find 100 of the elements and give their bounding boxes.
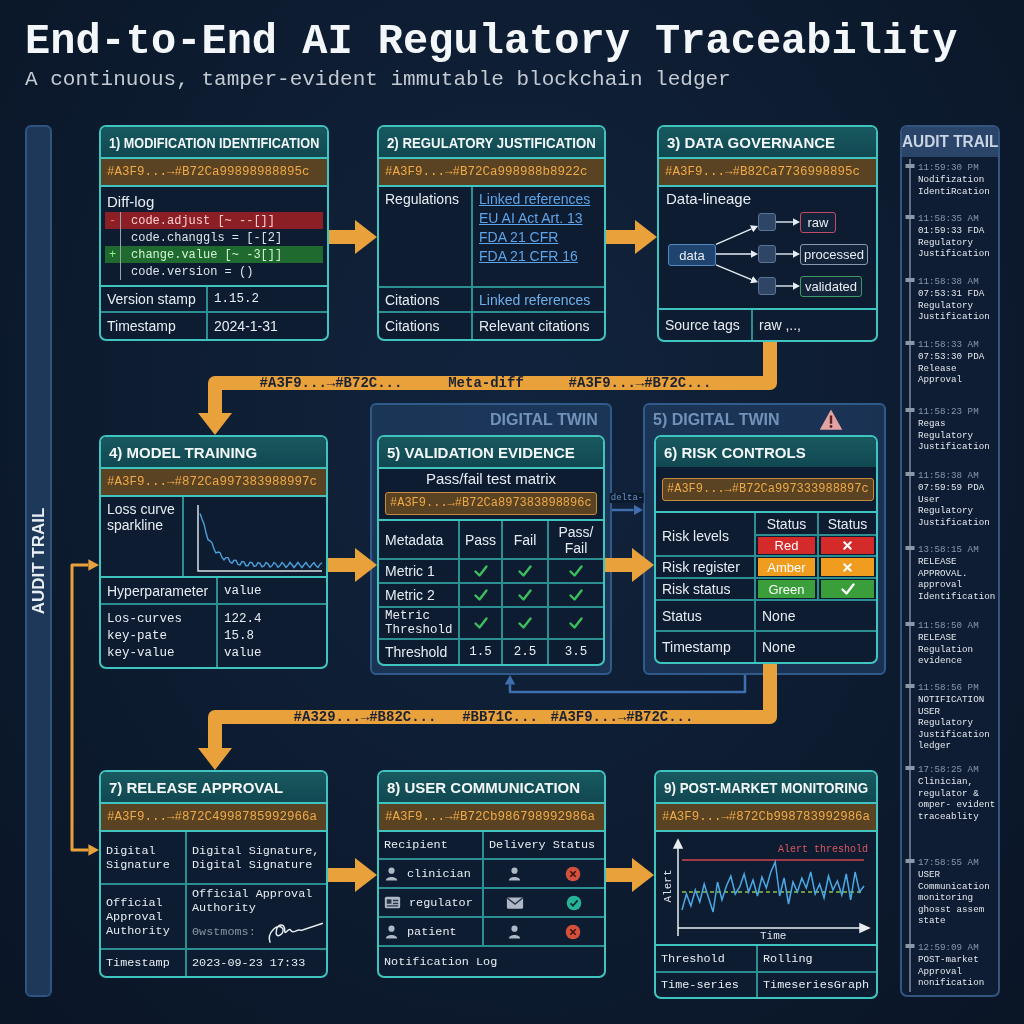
field-value: Rolling — [763, 951, 813, 966]
field-value: 2023-09-23 17:33 — [192, 956, 306, 970]
timestamp-text: 11:59:30 PM — [918, 162, 979, 174]
lineage-node: data — [668, 244, 716, 266]
entry-text: 07:53:31 FDA Regulatory Justification — [918, 288, 991, 323]
hash-label: #A3F9...→#B72Ca897383898896c — [385, 491, 597, 515]
panel-title: 3) DATA GOVERNANCE — [659, 127, 876, 157]
arrow — [775, 282, 800, 290]
process-panel — [99, 435, 328, 669]
row-label: Source tags — [665, 317, 740, 333]
row-label: Status — [662, 607, 702, 624]
entry-text: 07:53:30 PDA Release Approval — [918, 351, 986, 386]
column-header: Metadata — [385, 531, 444, 548]
hash-label: #A3F9...→#872Cb998783992986a — [656, 802, 876, 830]
section-title: Data-lineage — [665, 189, 753, 209]
flow-arrow — [198, 664, 777, 770]
entry-text: 07:59:59 PDA User Regulatory Justification — [918, 482, 991, 528]
arrow — [775, 218, 800, 226]
audit-trail-bar — [25, 125, 52, 997]
field-value: Official Approval Authority — [192, 886, 314, 915]
code-line: code.version = () — [131, 264, 254, 279]
pipe-label: Meta-diff — [448, 375, 524, 391]
timestamp-text: 17:58:25 AM — [918, 764, 979, 776]
entry-text: Clinician, regulator & omper- evident traceablity — [918, 776, 997, 822]
field-value: raw ,.., — [759, 317, 801, 333]
arrow — [70, 559, 99, 856]
lineage-step-box — [758, 277, 776, 295]
column-header: Delivery Status — [489, 838, 596, 852]
field-value: value — [224, 583, 262, 598]
hash-label: #A3F9...→#B82Ca7736998895c — [659, 157, 876, 185]
timestamp-text: 11:58:38 AM — [918, 276, 979, 288]
panel-title: 5) VALIDATION EVIDENCE — [379, 437, 603, 467]
entry-text: USER Communication monitoring ghosst assem state — [918, 869, 991, 927]
row-label: patient — [407, 924, 457, 939]
row-label: Metric 1 — [385, 563, 435, 579]
field-value: 2024-1-31 — [214, 318, 278, 334]
row-label: Timestamp — [662, 639, 731, 655]
hash-label: #A3F9...→#872Ca997383988997c — [101, 467, 326, 495]
section-title: Pass/fail test matrix — [424, 469, 557, 488]
process-panel — [99, 125, 329, 341]
timestamp-text: 11:58:35 AM — [918, 213, 979, 225]
process-panel — [654, 770, 878, 999]
process-panel — [99, 770, 328, 978]
field-value: 1.5 — [469, 645, 492, 659]
row-label: Risk register — [662, 559, 740, 575]
timestamp-text: 11:58:56 PM — [918, 682, 979, 694]
row-label: Version stamp — [107, 291, 196, 307]
section-title: Diff-log — [106, 191, 156, 212]
lineage-node: raw — [800, 212, 836, 233]
flow-arrow — [329, 220, 377, 254]
code-line: change.value [~ -3[]] — [131, 247, 283, 262]
row-label: clinician — [407, 866, 471, 881]
row-label: Citations — [385, 318, 440, 334]
axis-label: Time — [760, 930, 787, 942]
reference-link: FDA 21 CFR — [479, 229, 559, 245]
row-label: Los-curves — [107, 612, 182, 626]
arrow — [715, 225, 758, 246]
panel-title: 7) RELEASE APPROVAL — [101, 772, 326, 802]
row-label: Regulations — [385, 191, 459, 207]
hash-label: #A3F9...→#872C4998785992966a — [101, 802, 326, 830]
column-header: Pass/ Fail — [557, 523, 595, 556]
reference-link: FDA 21 CFR 16 — [479, 248, 578, 264]
arrow — [775, 250, 800, 258]
panel-title: AUDIT TRAIL — [902, 127, 998, 157]
flow-arrow — [606, 858, 654, 892]
timestamp-text: 11:58:33 AM — [918, 339, 979, 351]
lineage-node: validated — [800, 276, 862, 297]
hash-label: #A3F9...→#B72Ca99898988895c — [101, 157, 327, 185]
process-panel — [377, 125, 606, 341]
code-line: code.adjust [~ --[]] — [131, 213, 276, 228]
digital-twin-panel — [370, 403, 612, 675]
timestamp-text: 11:58:38 AM — [918, 470, 979, 482]
edge-label: delta- — [609, 493, 645, 503]
row-label: key-pate — [107, 629, 167, 643]
entry-text: NOTIFICATION USER Regulatory Justification ledger — [918, 694, 991, 752]
entry-text: Regas Regulatory Justification — [918, 418, 991, 453]
field-value: Relevant citations — [479, 318, 590, 334]
threshold-label: Alert threshold — [778, 844, 868, 855]
process-panel — [654, 435, 878, 664]
row-label: Hyperparameter — [107, 582, 209, 599]
row-label: Timestamp — [107, 318, 176, 334]
flow-arrow — [328, 858, 377, 892]
field-value: 15.8 — [224, 629, 254, 643]
panel-title: 5) DIGITAL TWIN — [653, 411, 780, 429]
timestamp-text: 11:58:50 AM — [918, 620, 979, 632]
arrow — [715, 250, 758, 258]
pipe-label: #A3F9...→#B72C... — [259, 375, 403, 391]
row-label: Metric 2 — [385, 587, 435, 603]
timestamp-text: 13:58:15 AM — [918, 544, 979, 556]
process-panel — [657, 125, 878, 342]
row-label: regulator — [409, 895, 473, 910]
row-label: Notification Log — [384, 954, 498, 969]
column-header: Status — [827, 515, 868, 532]
axis-label: Alert — [661, 869, 674, 903]
process-panel — [377, 770, 606, 978]
title: End-to-End AI Regulatory Traceability — [25, 18, 959, 66]
digital-twin-panel — [643, 403, 886, 675]
subtitle: A continuous, tamper-evident immutable blockchain ledger — [25, 68, 731, 91]
column-header: Status — [766, 515, 807, 532]
timestamp-text: 11:58:23 PM — [918, 406, 979, 418]
